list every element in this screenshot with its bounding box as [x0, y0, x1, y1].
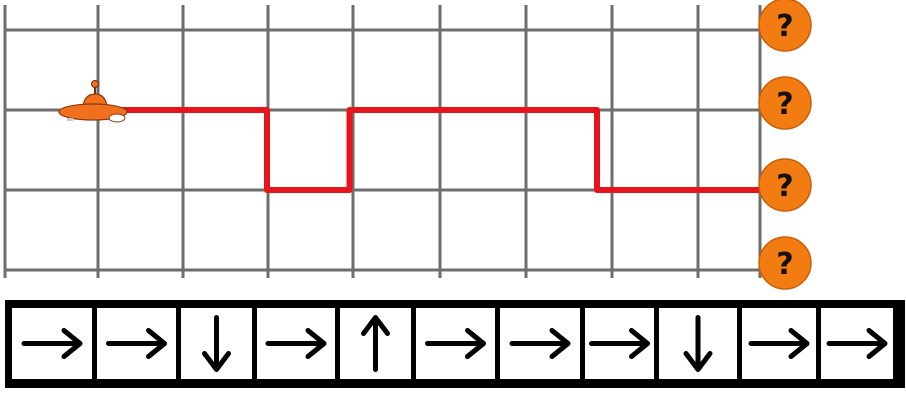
ship-path — [99, 107, 765, 193]
arrow-down-icon — [202, 315, 231, 372]
question-marker-icon[interactable]: ? — [758, 158, 812, 212]
instruction-cell — [585, 308, 654, 379]
instruction-cell — [821, 308, 893, 379]
arrow-down-icon — [683, 315, 713, 372]
arrow-right-icon — [21, 328, 83, 359]
instruction-cell — [340, 308, 411, 379]
instruction-cell — [181, 308, 252, 379]
instruction-cell — [416, 308, 495, 379]
arrow-right-icon — [748, 328, 810, 359]
arrow-right-icon — [425, 328, 486, 359]
arrow-right-icon — [589, 328, 650, 359]
grid — [3, 5, 770, 278]
arrow-right-icon — [265, 328, 327, 359]
question-marker-icon[interactable]: ? — [758, 236, 812, 290]
instruction-cell — [659, 308, 737, 379]
instruction-cell — [500, 308, 580, 379]
puzzle-board: ???? — [3, 0, 812, 290]
arrow-right-icon — [509, 328, 571, 359]
arrow-up-icon — [361, 315, 390, 372]
arrow-right-icon — [826, 328, 888, 359]
instruction-cell — [97, 308, 176, 379]
instruction-cell — [257, 308, 335, 379]
marker-label: ? — [776, 169, 793, 204]
ufo-icon — [58, 80, 128, 123]
path-line — [99, 107, 765, 193]
instruction-cell — [742, 308, 816, 379]
destination-markers: ???? — [758, 0, 812, 290]
question-marker-icon[interactable]: ? — [758, 76, 812, 130]
marker-label: ? — [776, 247, 793, 282]
arrow-right-icon — [106, 328, 167, 359]
instruction-cell — [12, 308, 92, 379]
instruction-strip — [5, 300, 905, 388]
marker-label: ? — [776, 9, 793, 44]
marker-label: ? — [776, 87, 793, 122]
question-marker-icon[interactable]: ? — [758, 0, 812, 52]
